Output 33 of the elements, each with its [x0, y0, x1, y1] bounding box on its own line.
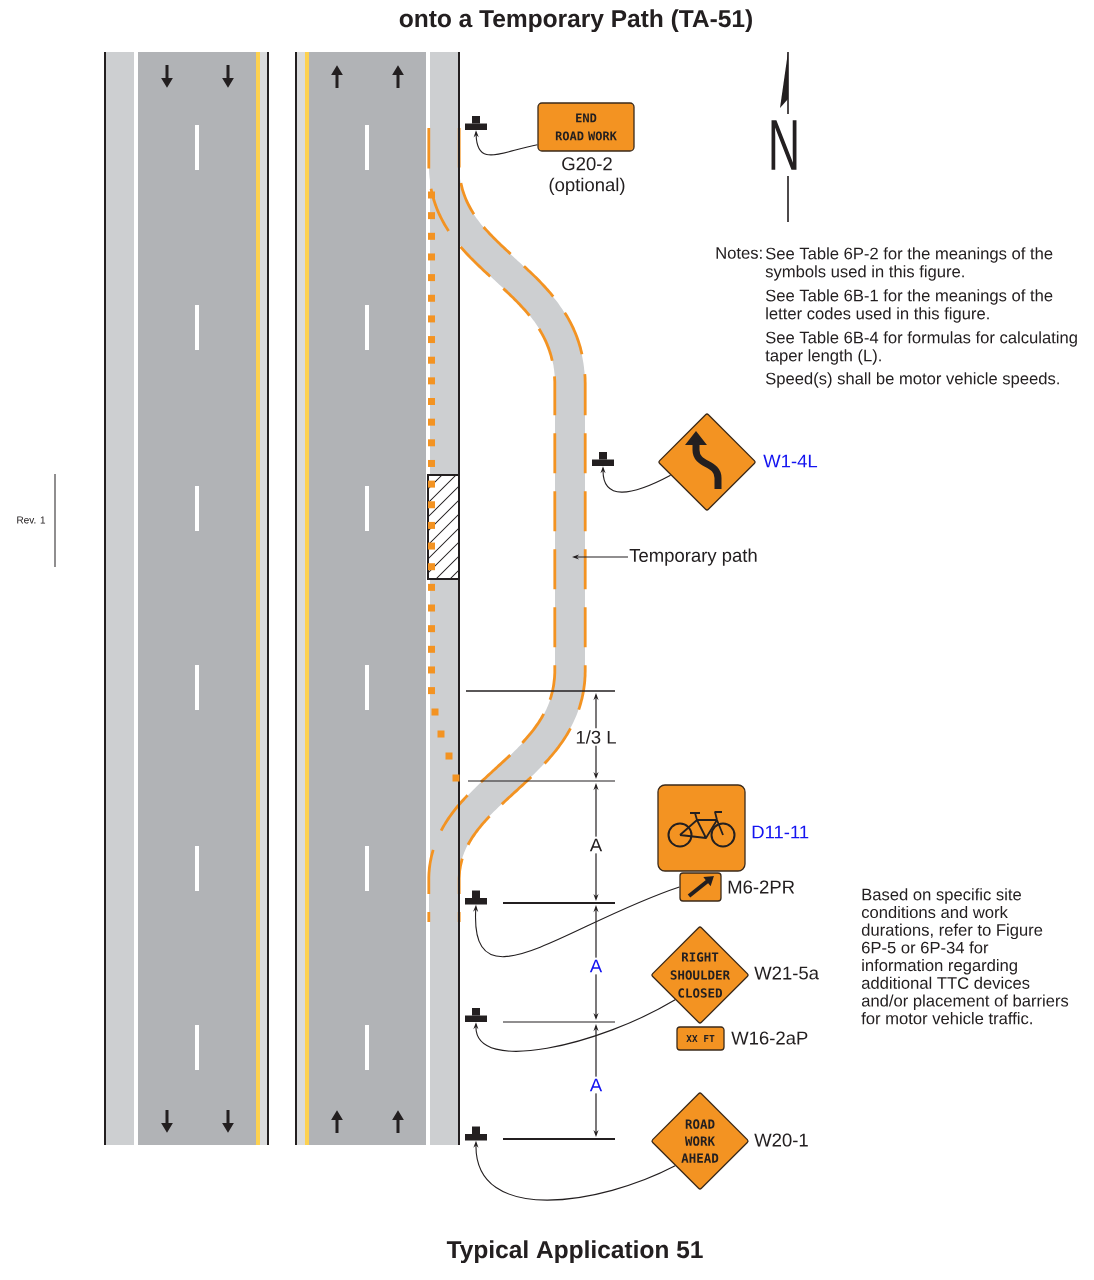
note: Speed(s) shall be motor vehicle speeds. [765, 372, 1059, 388]
note: See Table 6B-1 for the meanings of the letter codes used in this figure. [765, 289, 1053, 323]
revision-mark: Rev. 1 [17, 516, 46, 524]
dimension-label: A [587, 836, 605, 854]
sign-code: M6-2PR [728, 880, 795, 894]
sign-post-symbol [592, 452, 614, 466]
warning-sign: RIGHT SHOULDER CLOSED [651, 926, 749, 1024]
note: See Table 6P-2 for the meanings of the symbols used in this figure. [765, 247, 1053, 281]
sign-code: G20-2 (optional) [549, 157, 625, 195]
sign-post-symbol [465, 1008, 487, 1022]
note: See Table 6B-4 for formulas for calculating taper length (L). [765, 331, 1077, 365]
warning-sign: ROAD WORK AHEAD [651, 1092, 749, 1190]
dimension-label: A [587, 957, 605, 975]
sign-code: W20-1 [754, 1133, 808, 1147]
sign-post-symbol [465, 1126, 487, 1141]
dimension-label: 1/3 L [573, 728, 619, 746]
notes-heading: Notes: [716, 247, 762, 259]
sign-post-symbol [465, 890, 487, 905]
sign-code: W1-4L [763, 454, 818, 468]
sign-code: D11-11 [752, 825, 809, 839]
sign-plaque: XX FT [676, 1026, 725, 1051]
callout-text: Temporary path [629, 548, 757, 566]
leader-line [473, 999, 676, 1052]
sign-post-symbol [465, 116, 487, 130]
note: Based on specific site conditions and work durations, refer to Figure 6P-5 or 6P-34 for information regarding additional TTC devices and/or placement of barriers for motor vehicle traffic. [861, 888, 1069, 1025]
dimension-label: A [587, 1076, 605, 1094]
sign-code: W16-2aP [731, 1031, 808, 1045]
leader-line [473, 886, 680, 958]
title: onto a Temporary Path (TA-51) [399, 9, 752, 33]
caption: Typical Application 51 [446, 1240, 703, 1264]
sign-code: W21-5a [754, 966, 819, 980]
north-letter: N [771, 120, 797, 170]
road-sign: END ROAD WORK [537, 102, 635, 152]
